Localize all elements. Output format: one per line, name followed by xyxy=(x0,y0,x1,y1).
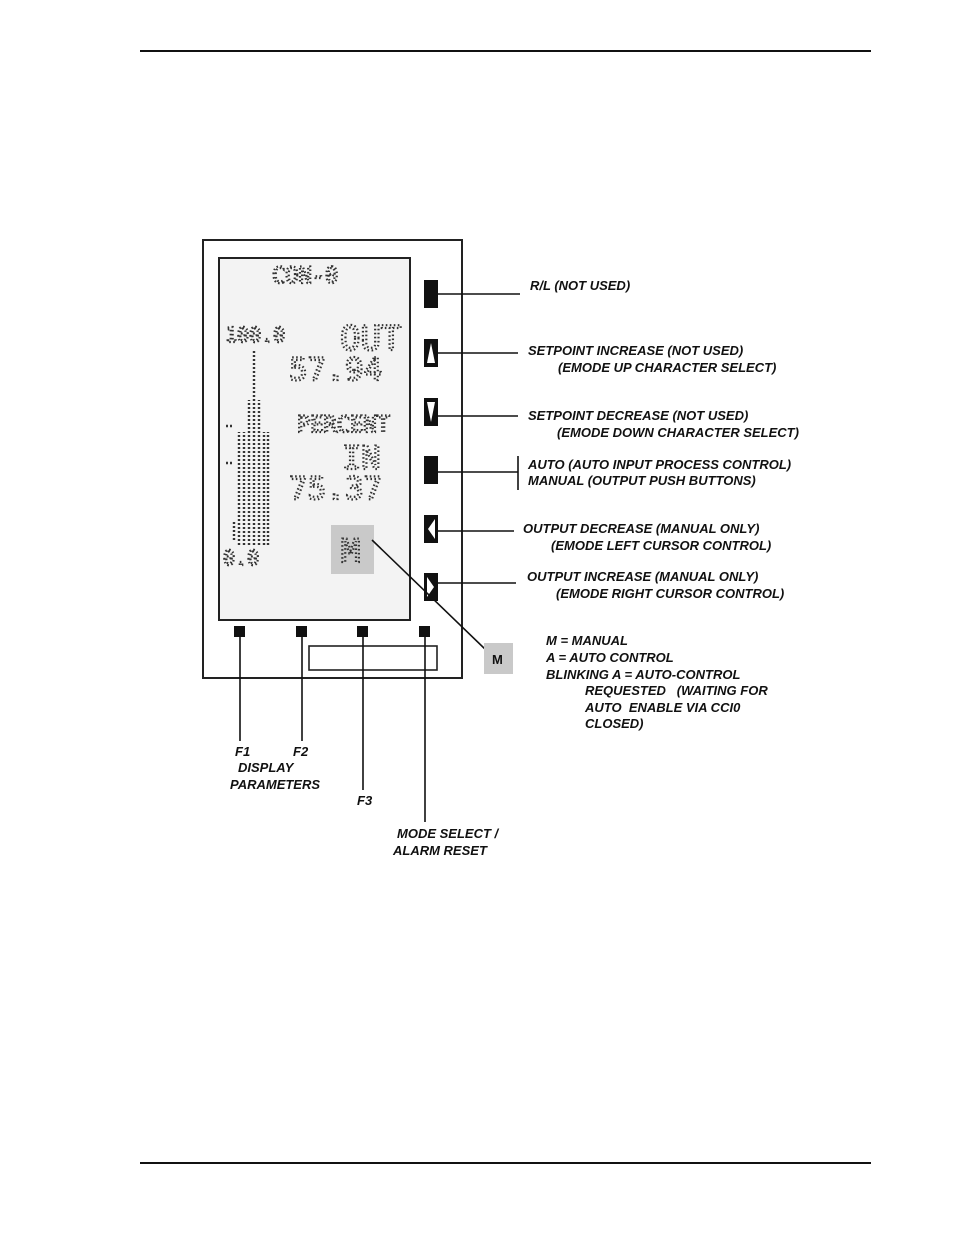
scale-max-label: 100.0 xyxy=(225,323,285,347)
callout-blinking: BLINKING A = AUTO-CONTROL xyxy=(546,667,740,682)
label-output-decrease: OUTPUT DECREASE (MANUAL ONLY) xyxy=(523,521,759,536)
scale-min-label: 0.0 xyxy=(223,546,259,570)
left-arrow-icon xyxy=(428,519,435,539)
label-emode-down: (EMODE DOWN CHARACTER SELECT) xyxy=(557,425,799,440)
rl-button[interactable] xyxy=(424,280,438,308)
label-emode-left: (EMODE LEFT CURSOR CONTROL) xyxy=(551,538,771,553)
label-f3: F3 xyxy=(357,793,373,808)
out-value: 57.94 xyxy=(289,352,382,388)
side-leaders xyxy=(371,293,520,651)
callout-requested: REQUESTED (WAITING FOR xyxy=(585,683,768,698)
header-rule xyxy=(140,50,871,52)
mode-select-key[interactable] xyxy=(419,626,430,637)
label-rl: R/L (NOT USED) xyxy=(530,278,630,293)
controller-panel xyxy=(202,239,463,679)
label-display: DISPLAY xyxy=(238,760,295,775)
status-window xyxy=(308,645,438,671)
label-setpoint-increase: SETPOINT INCREASE (NOT USED) xyxy=(528,343,743,358)
label-alarm-reset: ALARM RESET xyxy=(392,843,488,858)
fkey-leaders xyxy=(239,637,426,822)
mode-callout-icon-box xyxy=(484,643,513,674)
in-value: 75.37 xyxy=(289,471,382,507)
footer-rule xyxy=(140,1162,871,1164)
down-arrow-icon xyxy=(427,402,435,422)
label-f1: F1 xyxy=(235,744,250,759)
auto-manual-button[interactable] xyxy=(424,456,438,484)
label-emode-up: (EMODE UP CHARACTER SELECT) xyxy=(558,360,776,375)
in-label: IN xyxy=(342,439,381,477)
percent-label: PERCENT xyxy=(297,413,390,438)
out-label: OUT xyxy=(340,319,401,359)
right-arrow-icon xyxy=(427,577,434,597)
label-f2: F2 xyxy=(293,744,309,759)
label-mode-select: MODE SELECT / xyxy=(397,826,500,841)
callout-closed: CLOSED) xyxy=(585,716,644,731)
label-setpoint-decrease: SETPOINT DECREASE (NOT USED) xyxy=(528,408,748,423)
label-parameters: PARAMETERS xyxy=(230,777,320,792)
callout-auto-enable: AUTO ENABLE VIA CCI0 xyxy=(584,700,741,715)
mode-callout-icon: M xyxy=(492,652,503,667)
label-output-increase: OUTPUT INCREASE (MANUAL ONLY) xyxy=(527,569,758,584)
mode-indicator: M xyxy=(341,532,360,570)
bargraph xyxy=(226,350,270,545)
lcd-title: CON-0 xyxy=(272,264,338,289)
callout-auto: A = AUTO CONTROL xyxy=(545,650,674,665)
f2-key[interactable] xyxy=(296,626,307,637)
mode-indicator-box xyxy=(331,525,374,574)
mode-callout-line xyxy=(371,539,487,651)
f3-key[interactable] xyxy=(357,626,368,637)
f1-key[interactable] xyxy=(234,626,245,637)
up-arrow-icon xyxy=(427,343,435,363)
lcd-screen xyxy=(218,257,411,621)
label-emode-right: (EMODE RIGHT CURSOR CONTROL) xyxy=(556,586,784,601)
label-auto: AUTO (AUTO INPUT PROCESS CONTROL) xyxy=(527,457,791,472)
label-manual: MANUAL (OUTPUT PUSH BUTTONS) xyxy=(528,473,756,488)
callout-manual: M = MANUAL xyxy=(546,633,628,648)
